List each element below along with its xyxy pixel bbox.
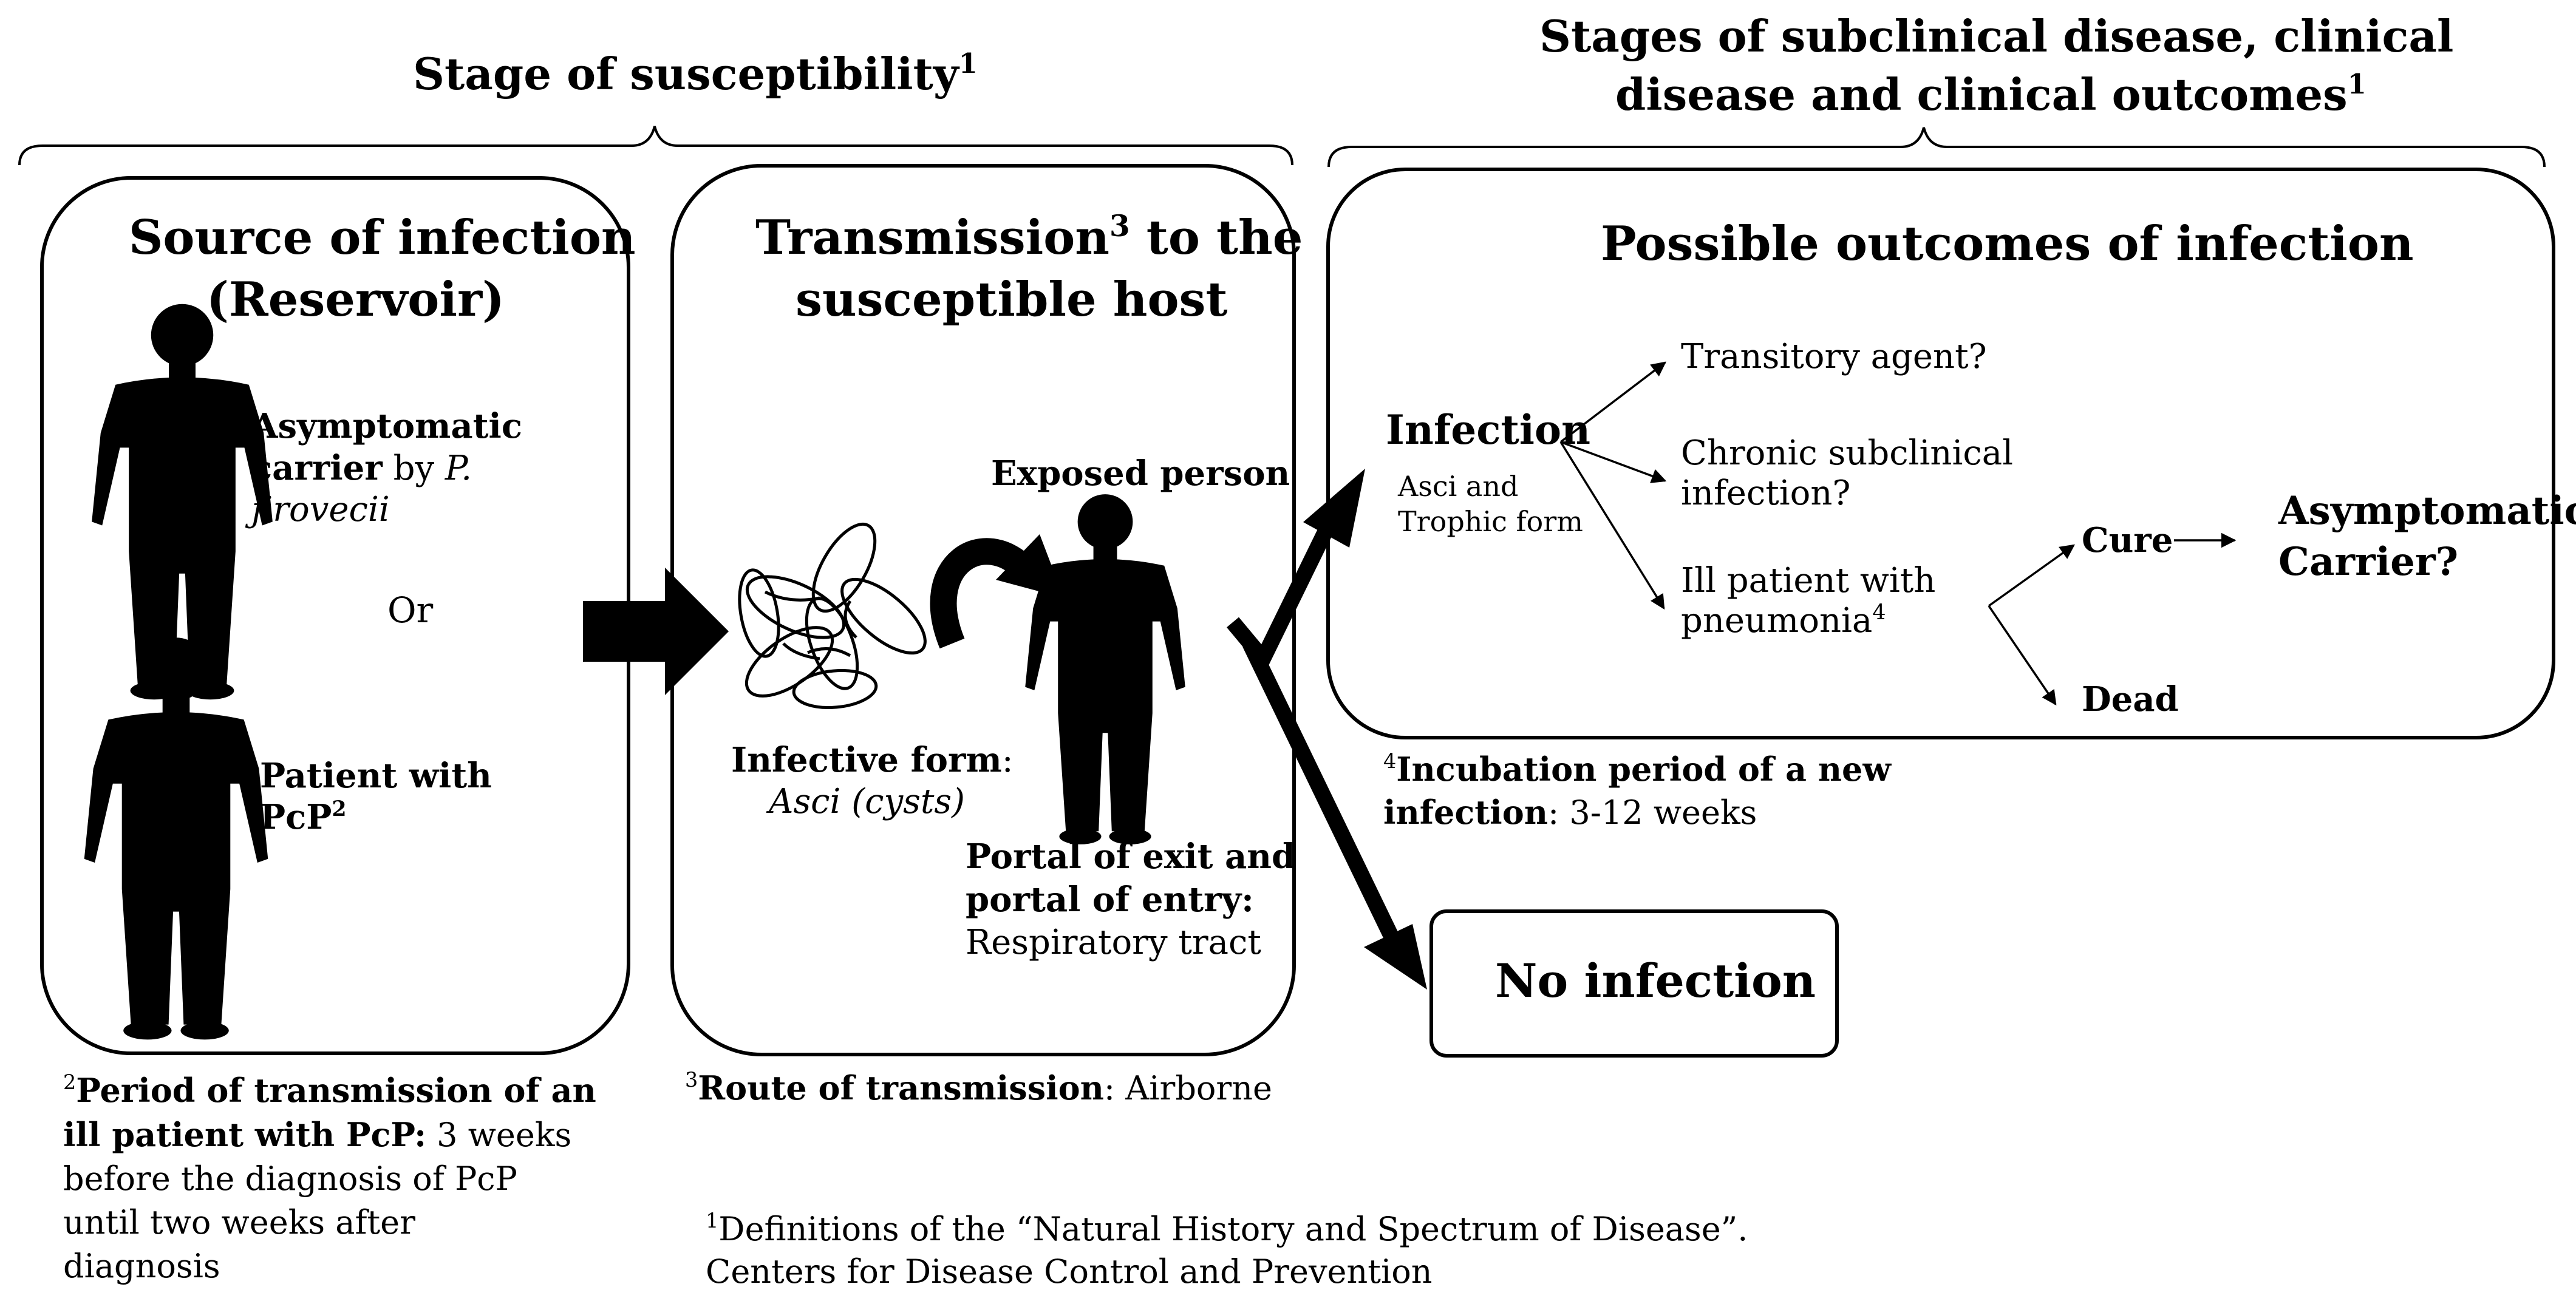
infection-label: Infection (1386, 406, 1590, 453)
arrow-infection-to-chronic (1560, 441, 1667, 483)
asci-cyst-cluster-icon (738, 522, 927, 709)
carrier-outcome-line2: Carrier? (2278, 539, 2459, 585)
arrow-infection-to-transitory (1559, 361, 1666, 443)
header-subclinical-line1: Stages of subclinical disease, clinical (1539, 10, 2454, 62)
fn3-bold: Route of transmission (698, 1068, 1104, 1107)
asymptomatic-carrier-label: Asymptomatic carrier by P. jirovecii (251, 406, 522, 531)
possible-outcomes-box (1326, 168, 2555, 739)
ill-line2: pneumonia (1681, 601, 1873, 640)
carrier-by: by (382, 449, 445, 488)
infective-form-value: Asci (cysts) (769, 782, 965, 821)
brace-subclinical (1327, 127, 2546, 168)
patient-line1: Patient with (260, 756, 492, 796)
fn4-rest-2: : 3-12 weeks (1547, 793, 1757, 832)
header-susceptibility-text: Stage of susceptibility (413, 48, 959, 100)
header-subclinical-line2: disease and clinical outcomes1 (1615, 68, 2366, 121)
no-infection-box (1429, 909, 1839, 1058)
patient-line2: PcP (260, 797, 332, 837)
header-subclinical-text: disease and clinical outcomes (1615, 69, 2348, 120)
footnote-marker: 3 (685, 1068, 698, 1092)
carrier-species-1: P. (445, 449, 472, 488)
fn4-bold-2: infection (1383, 793, 1548, 832)
infection-sub-2: Trophic form (1398, 505, 1583, 538)
curved-arrow-to-exposed (930, 538, 1037, 649)
chronic-line2: infection? (1681, 474, 1851, 513)
transitory-agent-label: Transitory agent? (1681, 337, 1987, 376)
carrier-outcome-line1: Asymptomatic (2278, 488, 2576, 534)
infective-form-colon: : (1001, 741, 1014, 780)
dead-label: Dead (2082, 679, 2179, 719)
infective-form-bold: Infective form (731, 740, 1002, 780)
infection-sub-1: Asci and (1398, 470, 1519, 503)
fn2-bold-2: ill patient with PcP: (63, 1115, 427, 1154)
outcomes-box-title: Possible outcomes of infection (1601, 216, 2414, 271)
chronic-subclinical-label: Chronic subclinical infection? (1681, 433, 2013, 514)
footnote-marker: 1 (706, 1209, 719, 1233)
footnote-2-transmission-period: 2Period of transmission of an ill patien… (63, 1068, 596, 1288)
transmission-box-title-line1: Transmission3 to the (755, 209, 1303, 267)
fn2-line3: before the diagnosis of PcP (63, 1160, 517, 1198)
fn1-line2: Centers for Disease Control and Preventi… (706, 1252, 1433, 1291)
portal-value: Respiratory tract (966, 923, 1261, 962)
arrow-infection-to-ill (1559, 441, 1665, 610)
transmission-title-rest: to the (1130, 210, 1303, 265)
fn1-line1: Definitions of the “Natural History and … (718, 1210, 1748, 1248)
header-stage-of-susceptibility: Stage of susceptibility1 (413, 47, 978, 101)
patient-with-pcp-label: Patient with PcP2 (260, 755, 492, 838)
arrow-ill-to-dead (1988, 605, 2057, 706)
ill-line1: Ill patient with (1681, 561, 1936, 600)
portal-label: Portal of exit and portal of entry: Resp… (966, 835, 1295, 964)
carrier-bold-1: Asymptomatic (251, 406, 522, 446)
footnote-marker: 1 (2347, 67, 2366, 100)
fn2-rest-2: 3 weeks (426, 1116, 572, 1154)
transmission-box (670, 164, 1296, 1056)
arrow-ill-to-cure (1988, 544, 2075, 607)
footnote-1-definitions: 1Definitions of the “Natural History and… (706, 1208, 1748, 1293)
brace-susceptibility (18, 126, 1293, 166)
footnote-marker: 1 (958, 47, 978, 80)
fn4-bold-1: Incubation period of a new (1396, 750, 1891, 789)
fn2-bold-1: Period of transmission of an (76, 1071, 596, 1110)
fn2-line4: until two weeks after (63, 1203, 415, 1242)
ill-patient-label: Ill patient with pneumonia4 (1681, 561, 1935, 641)
transmission-box-title-line2: susceptible host (796, 272, 1228, 327)
footnote-3-route: 3Route of transmission: Airborne (685, 1068, 1272, 1109)
infection-sub-label: Asci and Trophic form (1398, 469, 1583, 539)
footnote-4-incubation: 4Incubation period of a new infection: 3… (1383, 748, 1891, 834)
source-box-title-line2: (Reservoir) (206, 272, 505, 327)
footnote-marker: 2 (332, 796, 347, 821)
source-box-title-line1: Source of infection (129, 210, 636, 265)
source-of-infection-box (40, 176, 630, 1055)
footnote-marker: 4 (1383, 749, 1397, 773)
fn2-line5: diagnosis (63, 1247, 220, 1285)
carrier-bold-2: carrier (251, 448, 383, 488)
footnote-marker: 4 (1872, 600, 1886, 625)
portal-line1: Portal of exit and (966, 837, 1296, 877)
asymptomatic-carrier-outcome-label: Asymptomatic Carrier? (2278, 486, 2576, 588)
thick-arrow-to-no-infection (1242, 640, 1398, 939)
infective-form-label: Infective form: Asci (cysts) (731, 739, 1014, 823)
chronic-line1: Chronic subclinical (1681, 433, 2014, 473)
cure-label: Cure (2082, 520, 2173, 560)
footnote-marker: 2 (63, 1070, 77, 1095)
carrier-species-2: jirovecii (251, 490, 390, 529)
footnote-marker: 3 (1109, 209, 1130, 243)
portal-line2: portal of entry: (966, 880, 1254, 920)
transmission-title-text: Transmission (755, 210, 1109, 265)
no-infection-label: No infection (1495, 954, 1816, 1008)
exposed-person-label: Exposed person (991, 453, 1290, 494)
big-arrow-source-to-transmission (583, 568, 729, 695)
or-label: Or (387, 589, 434, 631)
fn3-rest: : Airborne (1103, 1069, 1272, 1107)
